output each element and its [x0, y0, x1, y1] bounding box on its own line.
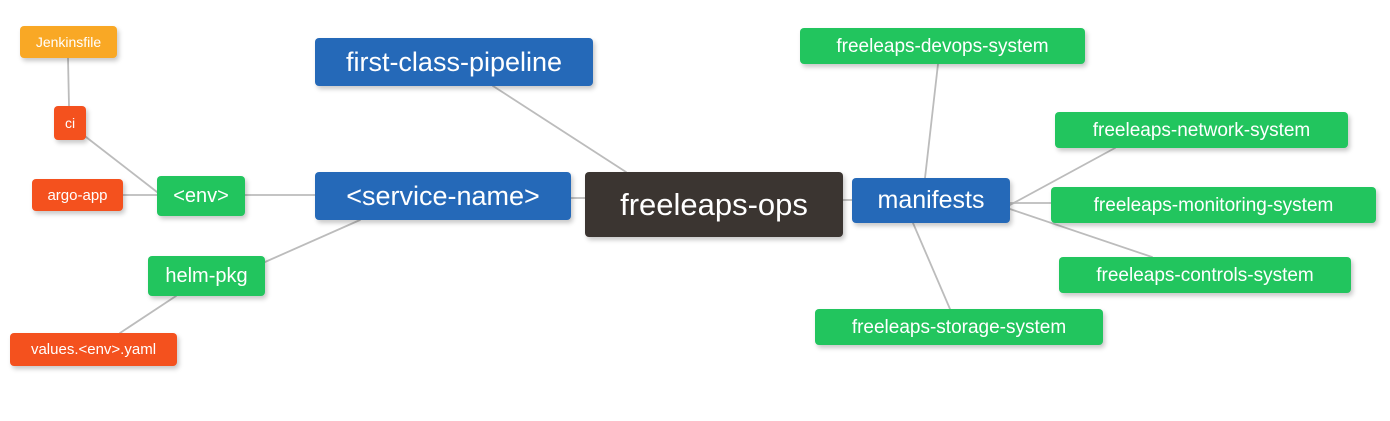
node-label-argo-app: argo-app — [47, 186, 108, 204]
edge-manifests-to-freeleaps-devops-system — [924, 63, 939, 179]
mindmap-node-first-class-pipeline[interactable]: first-class-pipeline — [315, 38, 593, 86]
mindmap-node-helm-pkg[interactable]: helm-pkg — [148, 256, 265, 296]
node-label-jenkinsfile: Jenkinsfile — [35, 34, 102, 50]
node-label-env: <env> — [173, 185, 229, 207]
node-label-service-name: <service-name> — [346, 180, 540, 211]
edge-jenkinsfile-to-ci — [67, 57, 70, 107]
mindmap-node-freeleaps-network-system[interactable]: freeleaps-network-system — [1055, 112, 1348, 148]
mindmap-node-freeleaps-ops[interactable]: freeleaps-ops — [585, 172, 843, 237]
node-label-freeleaps-ops: freeleaps-ops — [620, 187, 808, 222]
mindmap-node-values-yaml[interactable]: values.<env>.yaml — [10, 333, 177, 366]
node-label-freeleaps-monitoring-system: freeleaps-monitoring-system — [1093, 194, 1334, 216]
edge-values-yaml-to-helm-pkg — [119, 295, 177, 334]
node-label-freeleaps-storage-system: freeleaps-storage-system — [851, 316, 1067, 338]
node-label-manifests: manifests — [877, 186, 985, 214]
edge-helm-pkg-to-service-name — [264, 219, 361, 263]
node-label-ci: ci — [64, 115, 76, 131]
mindmap-node-freeleaps-controls-system[interactable]: freeleaps-controls-system — [1059, 257, 1351, 293]
edge-first-class-pipeline-to-freeleaps-ops — [492, 85, 627, 173]
mindmap-node-jenkinsfile[interactable]: Jenkinsfile — [20, 26, 117, 58]
node-label-freeleaps-network-system: freeleaps-network-system — [1092, 119, 1311, 141]
mindmap-node-freeleaps-storage-system[interactable]: freeleaps-storage-system — [815, 309, 1103, 345]
mindmap-node-freeleaps-monitoring-system[interactable]: freeleaps-monitoring-system — [1051, 187, 1376, 223]
node-label-helm-pkg: helm-pkg — [165, 265, 248, 287]
mindmap-node-service-name[interactable]: <service-name> — [315, 172, 571, 220]
node-label-freeleaps-controls-system: freeleaps-controls-system — [1096, 264, 1314, 286]
node-label-first-class-pipeline: first-class-pipeline — [345, 46, 563, 77]
edge-manifests-to-freeleaps-storage-system — [912, 222, 951, 310]
mindmap-node-freeleaps-devops-system[interactable]: freeleaps-devops-system — [800, 28, 1085, 64]
mindmap-node-argo-app[interactable]: argo-app — [32, 179, 123, 211]
node-label-freeleaps-devops-system: freeleaps-devops-system — [836, 35, 1049, 57]
mindmap-node-ci[interactable]: ci — [54, 106, 86, 140]
mindmap-node-manifests[interactable]: manifests — [852, 178, 1010, 223]
node-label-values-yaml: values.<env>.yaml — [30, 341, 157, 358]
mindmap-node-env[interactable]: <env> — [157, 176, 245, 216]
